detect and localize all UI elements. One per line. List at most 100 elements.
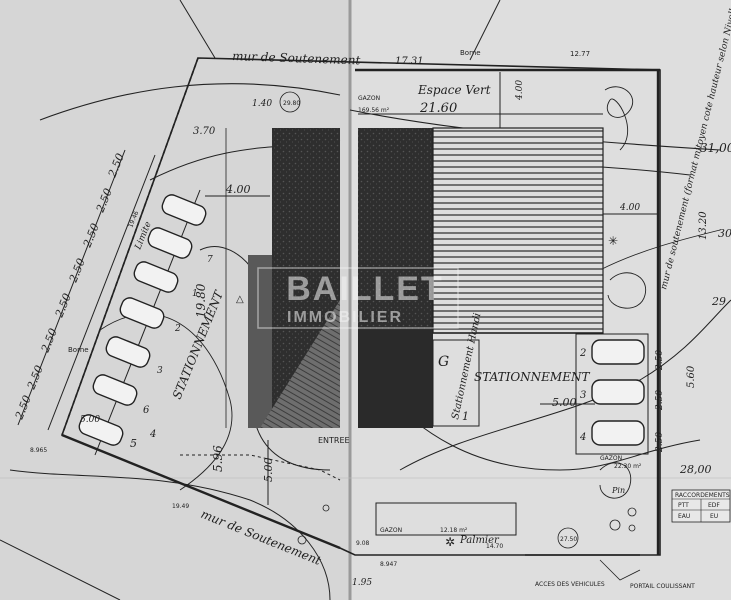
dim-14-70: 14.70 <box>486 543 503 550</box>
survey-line-2 <box>469 0 501 61</box>
watermark-bottom: IMMOBILIER <box>287 309 403 326</box>
car-stall-right-2 <box>591 339 645 365</box>
tree-marker-1 <box>322 504 330 512</box>
parking-handicap-stall <box>432 339 480 427</box>
parking-right-number-4: 4 <box>579 432 586 443</box>
dim-5m: 5.00 <box>80 415 100 425</box>
parking-left-number-6: 6 <box>143 405 150 416</box>
dim-5m-vert: 5.00 <box>262 458 275 483</box>
parking-right-stalls <box>591 339 645 446</box>
gazon-bottom-area: 12.18 m² <box>440 527 468 534</box>
parking-left-number-7: 7 <box>207 255 213 265</box>
shrub-symbol: ✳ <box>608 234 618 248</box>
car-stall-7 <box>78 414 124 446</box>
dim-5-60: 5.60 <box>686 365 697 388</box>
car-stall-3 <box>133 261 179 293</box>
chain-dim-line-outer <box>17 149 126 426</box>
car-stall-6 <box>92 374 138 406</box>
shrub-circle-3 <box>628 524 636 532</box>
portail-label: PORTAIL COULISSANT <box>630 583 695 590</box>
gazon-bottom-strip <box>375 502 517 536</box>
dim-19-80: 19.80 <box>194 283 208 318</box>
raccordements-eau: EAU <box>678 513 690 520</box>
espace-vert-label: Espace Vert <box>417 83 491 97</box>
car-stall-5 <box>105 336 151 368</box>
acces-label: ACCES DES VEHICULES <box>535 581 605 588</box>
parking-left-number-3: 3 <box>157 366 163 376</box>
level-8-965: 8.965 <box>30 447 47 454</box>
handicap-number: 1 <box>462 410 469 423</box>
level-29: 29 <box>711 295 726 308</box>
contour-line-1 <box>39 83 341 121</box>
dim-1-40: 1.40 <box>252 99 272 109</box>
gazon-right-label: GAZON <box>600 455 622 462</box>
contour-line-7 <box>9 469 331 600</box>
borne-label: Borne <box>68 346 89 354</box>
portal-arrow <box>599 559 641 581</box>
level-29-80: 29.80 <box>283 100 300 107</box>
level-28-00: 28,00 <box>679 463 712 476</box>
pool-terrace <box>432 127 604 334</box>
building-right-lower <box>358 330 433 428</box>
dim-2-50-b: 2.50 <box>655 390 665 411</box>
dim-4-00-left: 4.00 <box>225 183 251 196</box>
dim-5-96: 5.96 <box>211 445 225 472</box>
level-9-08: 9.08 <box>356 540 370 547</box>
level-8-947: 8.947 <box>380 561 397 568</box>
raccordements-title: RACCORDEMENTS <box>675 492 730 499</box>
tree-marker-2 <box>297 535 307 545</box>
pin-label: Pin <box>611 486 625 495</box>
building-left-wing <box>248 255 272 428</box>
watermark-top: BAILLET <box>286 270 444 308</box>
car-stall-right-4 <box>591 420 645 446</box>
watermark-frame <box>257 267 459 329</box>
level-circle-29-80 <box>279 91 301 113</box>
dim-13-20: 13.20 <box>698 211 709 240</box>
parking-left-number-5: 5 <box>130 437 137 450</box>
pin-tree <box>599 462 632 499</box>
gazon-right-area: 22.30 m² <box>614 463 642 470</box>
parking-left-stalls <box>78 194 207 446</box>
entry-triangle: △ <box>236 294 244 305</box>
dim-5-00: 5.00 <box>552 396 577 409</box>
car-stall-right-3 <box>591 379 645 405</box>
survey-line-1 <box>179 0 216 59</box>
shrub-circle-1 <box>609 519 621 531</box>
level-31-00: 31,00 <box>700 141 731 155</box>
parking-right-area <box>575 333 649 455</box>
borne-top-label: Borne <box>460 49 481 57</box>
parking-left-number-4: 4 <box>149 429 156 440</box>
shrub-circle-2 <box>627 507 637 517</box>
dim-12-77: 12.77 <box>570 50 590 58</box>
dim-19-49: 19.49 <box>172 503 189 510</box>
parking-right-number-2: 2 <box>579 348 586 359</box>
dim-1-95: 1.95 <box>352 578 372 588</box>
palm-symbol: ✲ <box>445 535 455 549</box>
building-ramp-hatched <box>260 300 340 428</box>
car-stall-2 <box>147 227 193 259</box>
dim-2-50-a: 2.50 <box>655 350 665 371</box>
entree-label: ENTREE <box>318 436 350 445</box>
car-stall-4 <box>119 297 165 329</box>
tree-scribble-2 <box>607 272 647 309</box>
wall-top-label: mur de Soutenement <box>232 49 361 67</box>
palmier-label: Palmier <box>459 535 500 546</box>
chain-dim-line-inner <box>47 154 156 431</box>
gazon-top-label: GAZON <box>358 95 380 102</box>
level-circle-27-50 <box>557 527 579 549</box>
dim-4-00-right: 4.00 <box>619 203 640 213</box>
level-27-50: 27.50 <box>560 536 577 543</box>
parking-left-number-2: 2 <box>174 324 181 334</box>
dim-2-50-c: 2.50 <box>655 432 665 453</box>
dim-21-60: 21.60 <box>419 101 457 116</box>
parking-right-label: STATIONNEMENT <box>474 370 590 384</box>
raccordements-edf: EDF <box>708 502 720 509</box>
dim-4-00-top: 4.00 <box>515 80 525 101</box>
parking-right-number-3: 3 <box>580 390 586 401</box>
survey-line-3 <box>0 539 121 600</box>
raccordements-eu: EU <box>710 513 718 520</box>
gazon-bottom-label: GAZON <box>380 527 402 534</box>
raccordements-table: RACCORDEMENTS PTT EDF EAU EU <box>671 489 731 523</box>
car-stall-1 <box>161 194 207 226</box>
